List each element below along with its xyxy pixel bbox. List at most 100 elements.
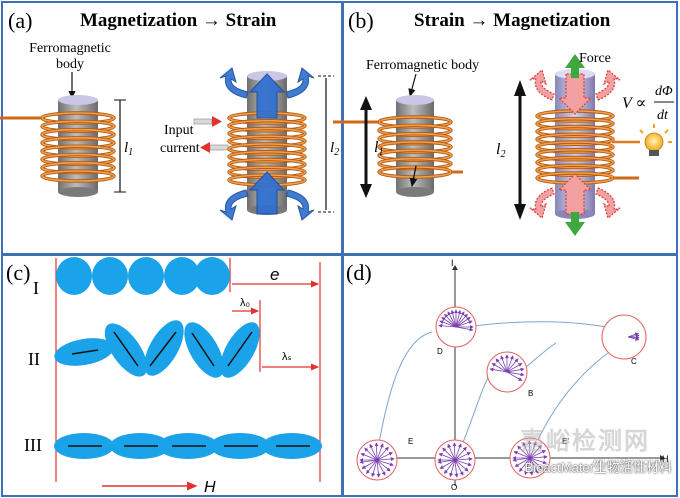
row2-domains [54, 320, 260, 378]
moment-vector [437, 459, 456, 464]
moment-vector [449, 459, 456, 478]
l2-label: l2 [330, 140, 339, 158]
moment-vector [454, 459, 469, 472]
moment-vector [529, 457, 547, 465]
h-label: H [204, 479, 216, 496]
moment-vector [506, 371, 525, 377]
moment-vector [506, 355, 514, 373]
moment-vector [454, 443, 462, 461]
row1-domains [56, 257, 230, 295]
moment-vector [452, 442, 457, 461]
domain-circles [356, 306, 647, 481]
moment-vector [455, 326, 474, 332]
panel-a: (a) Magnetization → Strain Ferromagnetic… [0, 8, 339, 221]
ferro-label-b: Ferromagnetic body [366, 58, 479, 73]
moment-vector [441, 317, 457, 328]
panel-d-border [342, 254, 678, 497]
lambda0-label: λ₀ [240, 297, 250, 309]
formula-numerator: dΦ [655, 84, 673, 99]
input-label-line2: current [160, 141, 200, 156]
formula-v: V ∝ [622, 95, 646, 112]
moment-vector [438, 323, 457, 328]
moment-vector [376, 459, 394, 467]
moment-vector [454, 459, 464, 476]
moment-vector [376, 459, 381, 478]
moment-vector [529, 457, 539, 474]
point-c-label: C [631, 357, 637, 366]
moment-vector [439, 320, 457, 328]
moment-vector [524, 457, 531, 476]
circle-c [601, 314, 647, 360]
moment-vector [361, 459, 378, 469]
moment-vector [376, 446, 389, 461]
moment-vector [439, 459, 456, 469]
light-bulb-icon [636, 124, 672, 156]
row-label-3: III [24, 435, 42, 455]
point-o-label: O [451, 483, 457, 492]
axis-h-label: H [662, 454, 669, 464]
moment-vector [454, 459, 459, 478]
panel-b: (b) Strain → Magnetization Ferromagnetic… [333, 8, 674, 236]
ferro-label-line2: body [56, 57, 84, 72]
moment-vector [376, 459, 391, 472]
moment-vector [376, 443, 384, 461]
input-arrow-in [193, 116, 222, 127]
moment-vector [455, 309, 462, 328]
moment-vector [500, 355, 508, 373]
panel-c: (c) I II III e λ₀ λₛ [6, 257, 322, 496]
moment-vector [517, 445, 531, 459]
moment-vector [444, 313, 457, 328]
moment-vector [527, 440, 532, 459]
moment-vector [529, 441, 537, 459]
moment-vector [444, 459, 456, 475]
moment-vector [371, 459, 378, 478]
flux-arrows-a [219, 67, 315, 221]
rod-inner-arrow [409, 165, 418, 188]
point-b-label: B [528, 389, 533, 398]
moment-vector [495, 358, 508, 373]
point-d-label: D [437, 347, 443, 356]
moment-vector [506, 358, 519, 373]
l1-label: l1 [124, 140, 133, 158]
compression-arrows-b [529, 68, 621, 220]
force-arrows [565, 54, 585, 236]
moment-vector [454, 446, 467, 461]
moment-vector [506, 363, 523, 373]
watermark-brand-cn: 嘉峪检测网 [520, 428, 650, 455]
force-label: Force [579, 51, 611, 66]
point-e-label: E [408, 437, 413, 446]
l2-b-label: l2 [496, 141, 505, 160]
moment-vector [489, 367, 508, 373]
moment-vector [514, 457, 531, 467]
moment-vector [529, 450, 546, 459]
axis-i-label: I [451, 258, 454, 268]
moment-vector [455, 317, 471, 328]
moment-vector [454, 452, 471, 461]
moment-vector [506, 367, 525, 373]
watermark-account: BioactMater生物活性材料 [524, 460, 672, 475]
lambdas-label: λₛ [282, 351, 292, 363]
l1-b-label: l1 [374, 139, 383, 158]
moment-vector [506, 371, 523, 381]
moment-vector [519, 457, 531, 473]
coil-b-left [333, 115, 463, 179]
moment-vector [522, 441, 531, 459]
formula-denominator: dt [657, 108, 669, 123]
moment-vector [513, 450, 531, 459]
moment-vector [369, 443, 378, 461]
moment-vector [376, 452, 393, 461]
circle-e2 [509, 437, 551, 479]
moment-vector [627, 336, 640, 341]
moment-vector [455, 320, 473, 328]
circle-b [486, 351, 528, 393]
panel-a-title: Magnetization → Strain [80, 10, 277, 31]
input-arrow-out [200, 142, 229, 153]
moment-vector [529, 455, 548, 460]
moment-vector [376, 457, 395, 462]
moment-vector [438, 452, 456, 461]
point-e2-label: E' [562, 437, 569, 446]
moment-vector [447, 311, 457, 328]
circle-e [356, 439, 398, 481]
moment-vector [442, 447, 456, 461]
row2-moments [71, 331, 253, 367]
